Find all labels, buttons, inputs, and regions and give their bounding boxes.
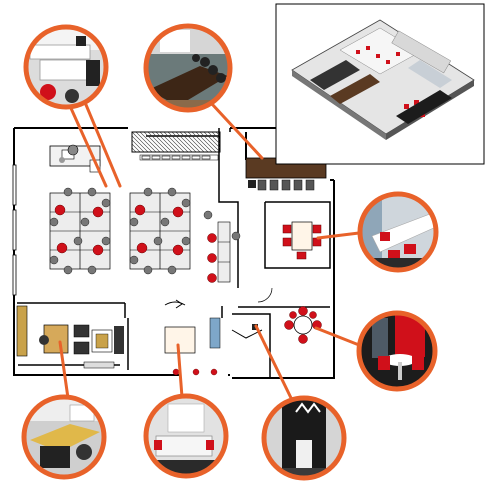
callout-lines xyxy=(58,98,361,402)
executive-boardroom-photo xyxy=(143,23,233,113)
director-office-photo xyxy=(21,394,107,480)
meeting-room-photo xyxy=(357,191,439,273)
left-windows xyxy=(12,164,17,296)
meeting-room-table xyxy=(282,221,322,260)
foyer-desk xyxy=(164,299,221,376)
open-plan-workstations-photo xyxy=(23,24,109,110)
entrance-area xyxy=(231,287,273,339)
breakout-round-table xyxy=(284,306,322,344)
director-office xyxy=(16,305,124,369)
side-workstations xyxy=(203,210,241,283)
display-wall-photo xyxy=(261,395,347,481)
3d-overview xyxy=(275,3,485,165)
workstation-cluster-right xyxy=(129,187,191,275)
floor-plan xyxy=(12,127,335,379)
reception-area xyxy=(49,144,101,173)
logo-icon xyxy=(295,402,321,414)
planter-boxes xyxy=(141,155,211,160)
workstation-cluster-left xyxy=(49,187,111,275)
hatched-partition xyxy=(131,131,221,153)
breakout-area-photo xyxy=(356,310,438,392)
reception-photo xyxy=(143,393,229,479)
